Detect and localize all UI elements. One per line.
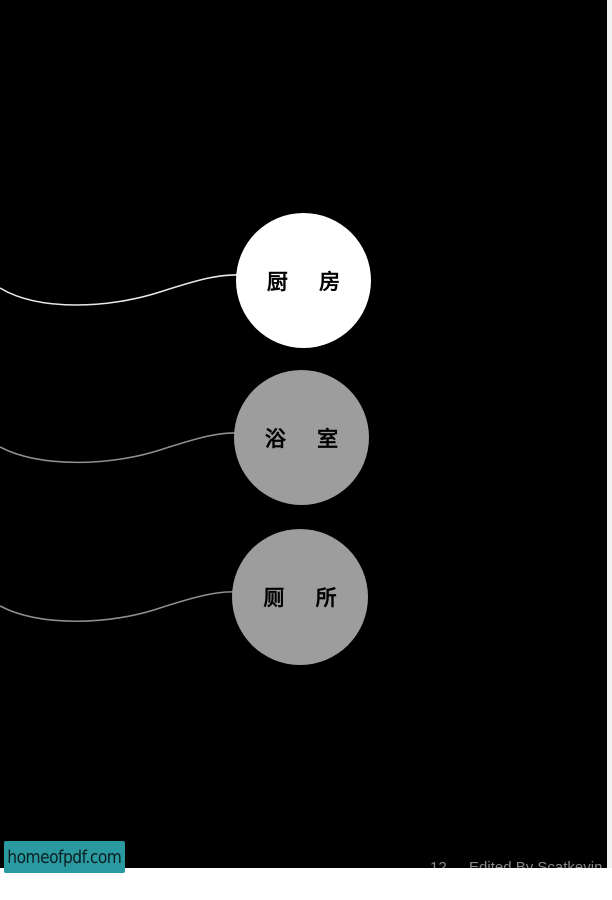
room-circle-toilet: 厕 所 [232,529,368,665]
room-label-toilet: 厕 所 [263,585,349,610]
room-label-bathroom: 浴 室 [264,425,351,451]
connector-line-toilet [0,591,237,622]
room-circle-kitchen: 厨 房 [236,213,371,348]
room-circle-bathroom: 浴 室 [234,370,369,505]
page-edge-strip [607,0,612,868]
room-label-kitchen: 厨 房 [266,268,353,294]
page-number: 12 [430,859,447,868]
connector-line-bathroom [0,432,239,464]
watermark-text: homeofpdf.com [7,846,122,868]
footer-credit: Edited By Scatkevin [469,859,602,868]
connector-line-kitchen [0,274,241,306]
watermark-badge[interactable]: homeofpdf.com [4,841,125,873]
footer: 12 Edited By Scatkevin [430,858,602,868]
